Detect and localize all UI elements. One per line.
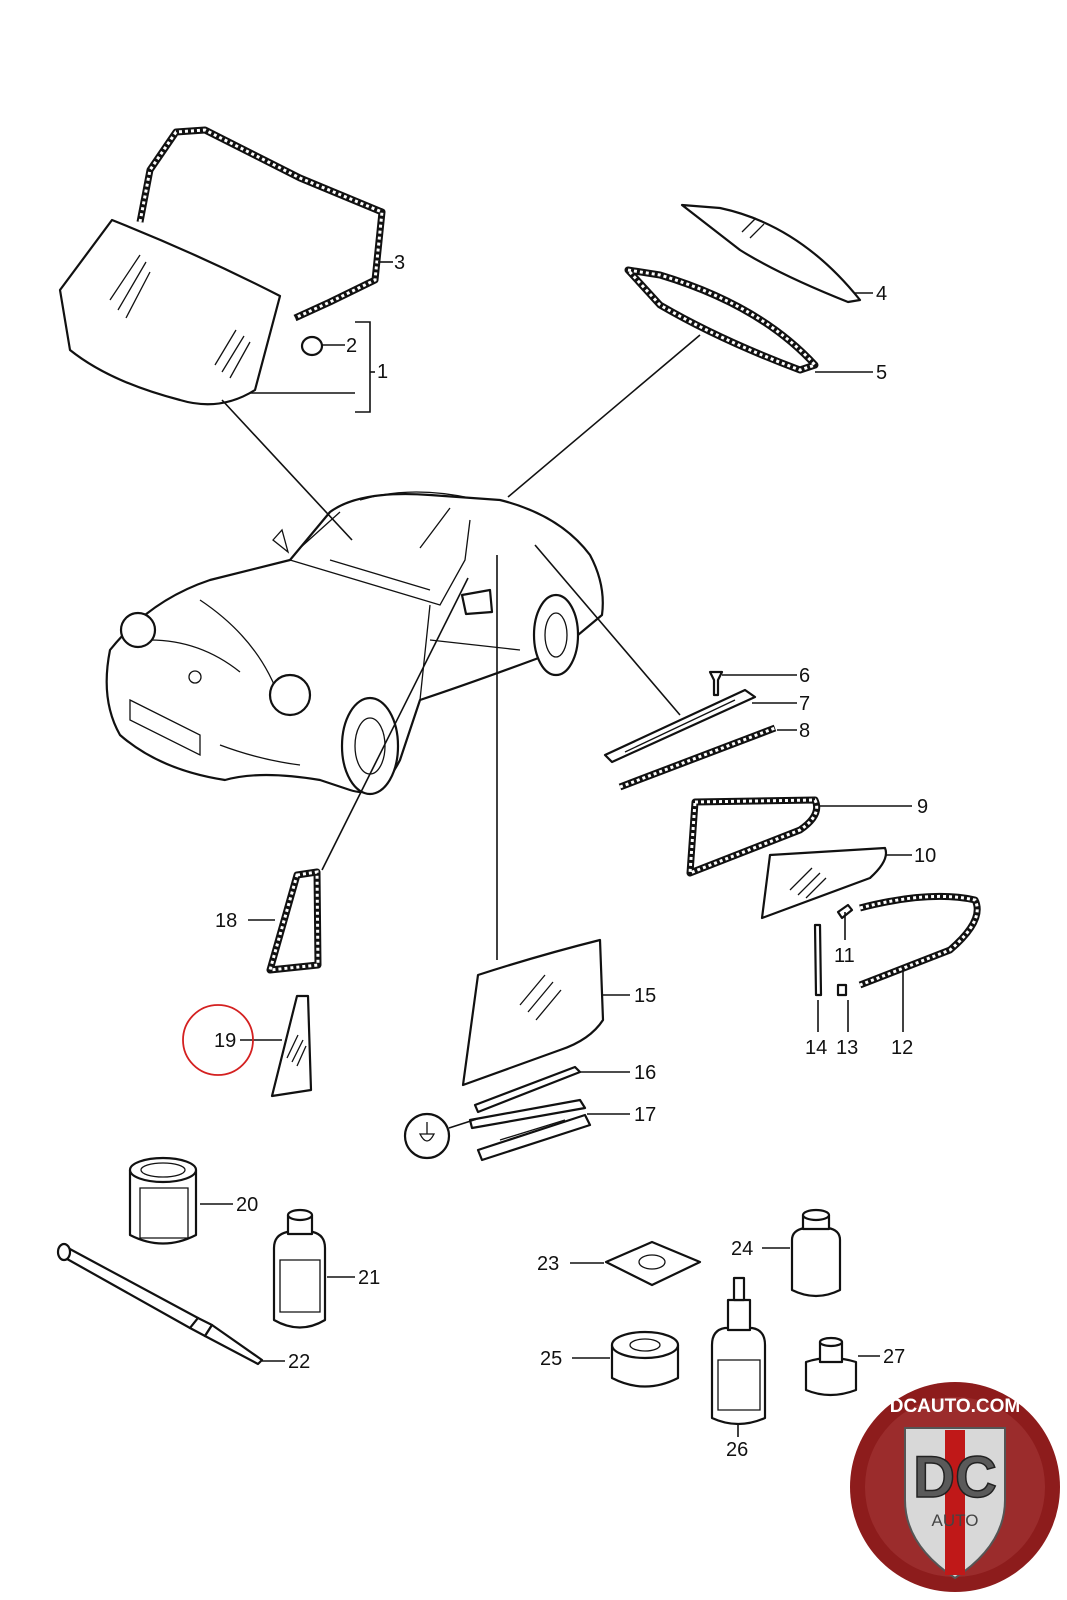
bottle-26 bbox=[710, 1276, 767, 1426]
callout-10: 10 bbox=[914, 845, 936, 867]
clip-13 bbox=[836, 983, 848, 997]
dcauto-logo: DCAUTO.COM DC AUTO bbox=[850, 1382, 1060, 1592]
windshield-glass bbox=[58, 218, 282, 406]
callout-11: 11 bbox=[834, 945, 855, 967]
callout-9: 9 bbox=[917, 796, 928, 818]
rear-window-glass bbox=[680, 203, 862, 304]
bottle-21 bbox=[272, 1208, 327, 1329]
callout-20: 20 bbox=[236, 1194, 258, 1216]
callout-1: 1 bbox=[377, 361, 388, 383]
callout-18: 18 bbox=[215, 910, 237, 932]
callout-23: 23 bbox=[537, 1253, 559, 1275]
callout-19: 19 bbox=[214, 1030, 236, 1052]
callout-21: 21 bbox=[358, 1267, 380, 1289]
callout-15: 15 bbox=[634, 985, 656, 1007]
pad-23 bbox=[604, 1240, 702, 1287]
callout-25: 25 bbox=[540, 1348, 562, 1370]
clip-11 bbox=[836, 903, 854, 920]
logo-sub-text: AUTO bbox=[932, 1511, 979, 1530]
vent-seal-18 bbox=[266, 868, 322, 974]
callout-24: 24 bbox=[731, 1238, 753, 1260]
screw-part bbox=[708, 670, 724, 697]
callout-13: 13 bbox=[836, 1037, 858, 1059]
callout-4: 4 bbox=[876, 283, 887, 305]
windshield-glass-hatch bbox=[109, 254, 251, 379]
callout-7: 7 bbox=[799, 693, 810, 715]
callout-labels: 1 2 3 4 5 6 7 8 9 10 11 12 13 14 15 16 1… bbox=[214, 252, 936, 1461]
quarter-window-glass-10 bbox=[760, 846, 888, 920]
seal-strip-8 bbox=[618, 724, 777, 791]
rear-window-seal bbox=[624, 266, 819, 374]
callout-17: 17 bbox=[634, 1104, 656, 1126]
callout-27: 27 bbox=[883, 1346, 905, 1368]
can-20 bbox=[128, 1156, 198, 1245]
callout-ticks bbox=[200, 261, 912, 1437]
callout-2: 2 bbox=[346, 335, 357, 357]
vent-glass-19 bbox=[270, 994, 313, 1098]
callout-26: 26 bbox=[726, 1439, 748, 1461]
callout-8: 8 bbox=[799, 720, 810, 742]
leader-lines bbox=[221, 334, 701, 960]
trim-12 bbox=[858, 892, 981, 989]
quarter-window-seal-9 bbox=[686, 796, 821, 877]
logo-url-text: DCAUTO.COM bbox=[890, 1396, 1021, 1417]
callout-14: 14 bbox=[805, 1037, 827, 1059]
tape-roll-25 bbox=[610, 1330, 680, 1388]
fastener-detail-circle bbox=[403, 1112, 451, 1160]
strip-14 bbox=[813, 923, 823, 997]
highlight-circle bbox=[182, 1004, 254, 1076]
door-glass-15 bbox=[461, 938, 605, 1087]
windshield-seal bbox=[136, 126, 386, 322]
car-body-illustration bbox=[105, 491, 604, 796]
rail-17 bbox=[468, 1098, 592, 1162]
callout-22: 22 bbox=[288, 1351, 310, 1373]
bottle-24 bbox=[790, 1208, 842, 1298]
callout-16: 16 bbox=[634, 1062, 656, 1084]
jar-27 bbox=[804, 1336, 858, 1397]
callout-6: 6 bbox=[799, 665, 810, 687]
assembly-bracket-1 bbox=[250, 321, 371, 413]
callout-3: 3 bbox=[394, 252, 405, 274]
callout-5: 5 bbox=[876, 362, 887, 384]
callout-12: 12 bbox=[891, 1037, 913, 1059]
cartridge-22 bbox=[56, 1242, 264, 1366]
windshield-clip bbox=[300, 335, 324, 357]
logo-main-text: DC bbox=[913, 1445, 997, 1510]
